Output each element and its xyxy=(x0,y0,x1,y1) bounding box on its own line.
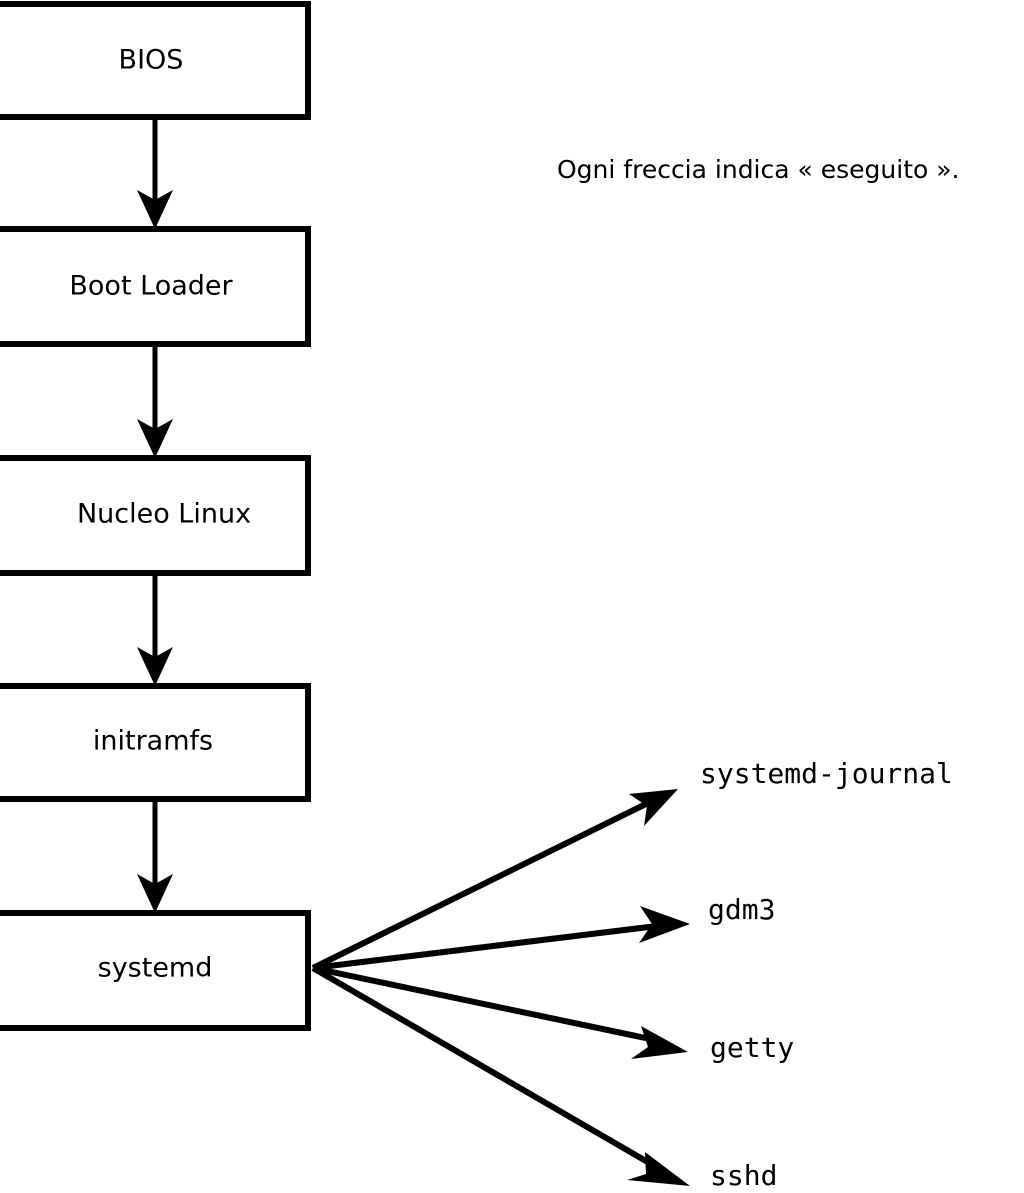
arrow-head-icon xyxy=(137,419,173,458)
arrow-initramfs-to-systemd xyxy=(137,799,173,913)
node-linux-kernel-label: Nucleo Linux xyxy=(77,499,251,530)
service-label-sshd: sshd xyxy=(710,1159,777,1192)
arrow-head-icon xyxy=(137,190,173,229)
node-initramfs[interactable]: initramfs xyxy=(0,683,311,802)
arrow-shaft xyxy=(311,965,660,1171)
arrow-systemd-to-systemd-journal xyxy=(311,789,678,971)
arrow-systemd-to-sshd xyxy=(311,965,690,1186)
node-initramfs-rect[interactable] xyxy=(0,683,311,802)
arrow-shaft xyxy=(312,965,656,1043)
arrow-head-icon xyxy=(631,1026,688,1059)
node-systemd-rect[interactable] xyxy=(0,910,311,1031)
node-systemd[interactable]: systemd xyxy=(0,910,311,1031)
arrow-systemd-to-getty xyxy=(312,965,688,1059)
node-bios-rect[interactable] xyxy=(0,1,311,120)
arrow-head-icon xyxy=(629,789,678,826)
arrow-shaft xyxy=(312,923,658,971)
arrow-shaft xyxy=(311,799,652,971)
node-linux-kernel-rect[interactable] xyxy=(0,455,311,576)
node-bios-label: BIOS xyxy=(119,45,184,76)
arrow-systemd-to-gdm3 xyxy=(312,906,690,971)
arrow-head-icon xyxy=(627,1152,690,1186)
arrow-head-icon xyxy=(137,874,173,913)
arrow-head-icon xyxy=(639,906,690,943)
node-bios[interactable]: BIOS xyxy=(0,1,311,120)
node-initramfs-label: initramfs xyxy=(93,726,213,757)
node-systemd-label: systemd xyxy=(98,953,213,984)
arrow-boot-loader-to-linux-kernel xyxy=(137,344,173,458)
arrow-linux-kernel-to-initramfs xyxy=(137,573,173,686)
service-label-systemd-journal: systemd-journal xyxy=(700,757,953,790)
arrow-head-icon xyxy=(137,647,173,686)
arrow-bios-to-boot-loader xyxy=(137,117,173,229)
service-label-getty: getty xyxy=(710,1031,794,1064)
node-boot-loader-label: Boot Loader xyxy=(69,271,233,302)
node-boot-loader[interactable]: Boot Loader xyxy=(0,226,311,347)
node-linux-kernel[interactable]: Nucleo Linux xyxy=(0,455,311,576)
node-boot-loader-rect[interactable] xyxy=(0,226,311,347)
service-label-gdm3: gdm3 xyxy=(708,893,775,926)
diagram-caption: Ogni freccia indica « eseguito ». xyxy=(557,155,960,184)
